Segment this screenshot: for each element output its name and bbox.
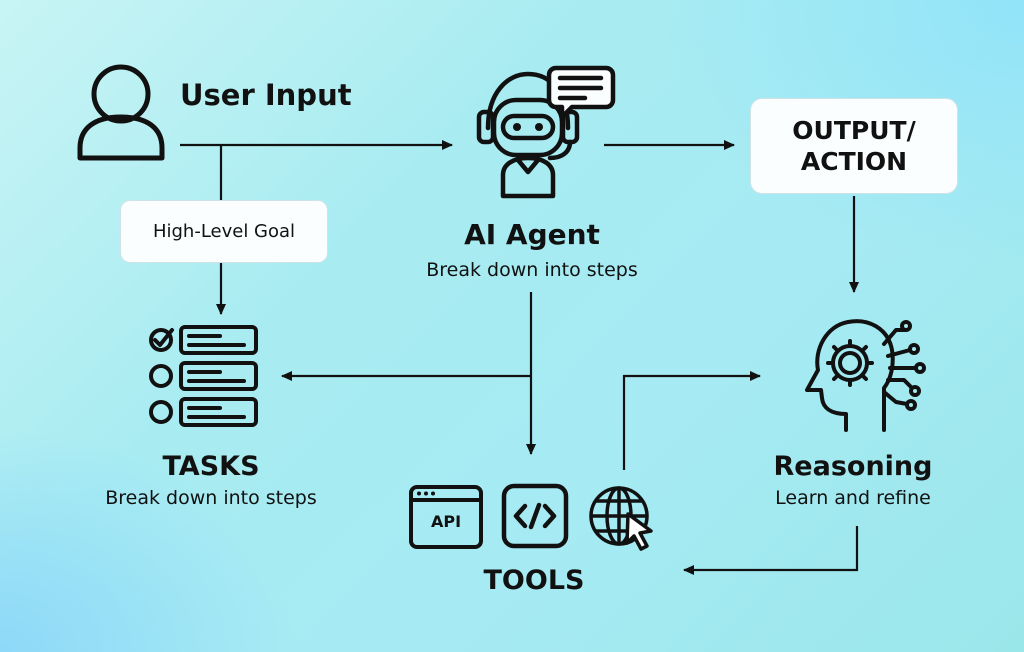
reasoning-title: Reasoning xyxy=(773,451,933,482)
tools-title: TOOLS xyxy=(483,565,585,596)
tasks-subtitle: Break down into steps xyxy=(105,487,317,509)
high-level-goal-label: High-Level Goal xyxy=(152,221,296,242)
api-label: API xyxy=(430,512,462,531)
output-line-2: ACTION xyxy=(800,147,908,176)
ai-agent-title: AI Agent xyxy=(464,218,600,251)
user-input-label: User Input xyxy=(180,78,352,112)
arrow-reasoning-to-tools xyxy=(683,526,859,575)
tasks-title: TASKS xyxy=(162,451,260,482)
ai-agent-subtitle: Break down into steps xyxy=(426,259,638,281)
arrow-tools-to-reasoning xyxy=(622,371,761,470)
high-level-goal-box: High-Level Goal xyxy=(120,200,328,263)
reasoning-subtitle: Learn and refine xyxy=(775,487,931,509)
output-action-box: OUTPUT/ ACTION xyxy=(750,98,958,194)
output-line-1: OUTPUT/ xyxy=(792,116,916,145)
